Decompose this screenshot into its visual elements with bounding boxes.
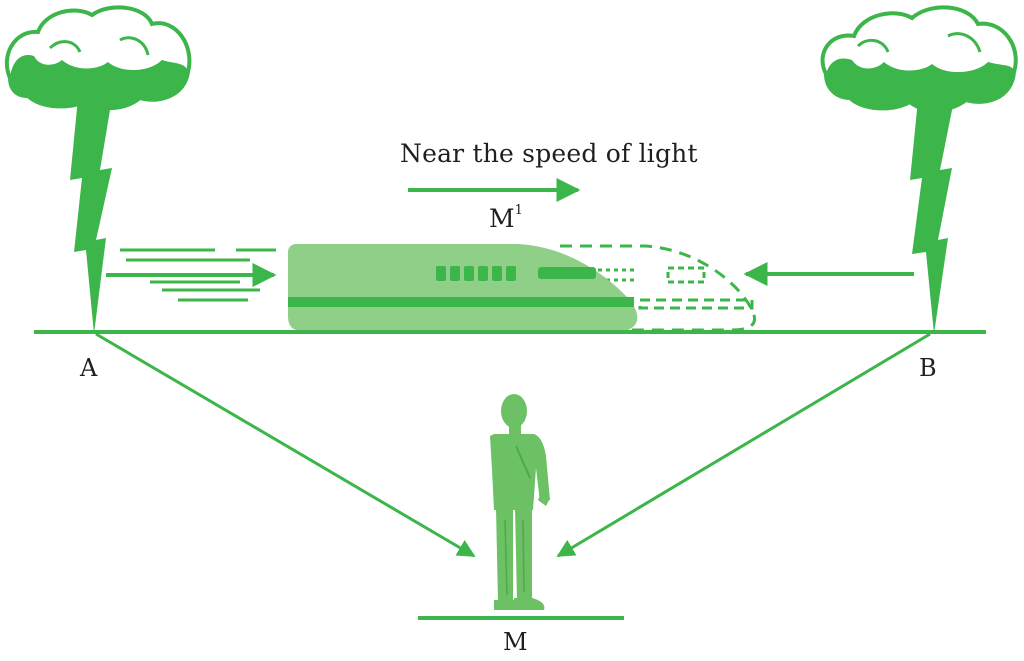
observer-label: M [503, 628, 528, 656]
lightning-cloud-a [4, 5, 192, 334]
lightning-cloud-b [820, 5, 1018, 334]
signal-line-a [95, 332, 476, 558]
observer-figure [490, 394, 550, 610]
point-b-label: B [919, 354, 937, 382]
train-stripe [288, 297, 634, 307]
speed-caption: Near the speed of light [400, 139, 698, 168]
speed-lines [120, 248, 276, 302]
moving-observer-letter: M [489, 204, 515, 233]
train-windows [436, 266, 516, 281]
train [288, 244, 638, 330]
moving-observer-superscript: 1 [514, 203, 523, 218]
ghost-train [560, 244, 756, 332]
moving-observer-label: M1 [489, 203, 523, 233]
train-cab-window [538, 267, 596, 279]
point-a-label: A [80, 354, 98, 382]
signal-line-b [556, 332, 931, 558]
